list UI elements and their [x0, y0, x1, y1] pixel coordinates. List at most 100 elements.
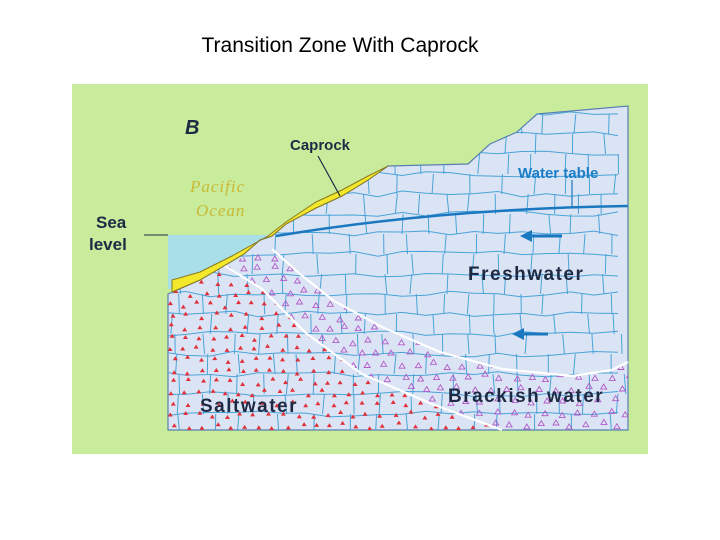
fracture-segment [492, 313, 495, 335]
brackish-marker [326, 300, 335, 307]
saltwater-marker [187, 293, 193, 298]
fracture-segment [401, 213, 404, 235]
fracture-segment [533, 173, 537, 195]
brackish-marker [340, 322, 349, 329]
saltwater-marker [294, 371, 300, 376]
saltwater-marker [216, 293, 222, 298]
saltwater-marker [246, 290, 251, 294]
saltwater-marker [274, 403, 280, 408]
fracture-line [168, 410, 619, 418]
saltwater-marker [225, 359, 231, 364]
fracture-segment [322, 393, 325, 415]
saltwater-marker [260, 290, 266, 295]
saltwater-marker [197, 410, 203, 415]
fracture-segment [569, 213, 572, 235]
brackish-marker [481, 370, 489, 377]
saltwater-marker [250, 412, 256, 417]
saltwater-marker [180, 304, 186, 309]
fracture-segment [272, 353, 276, 375]
saltwater-marker [242, 424, 248, 429]
saltwater-marker [213, 368, 219, 372]
saltwater-marker [251, 337, 257, 342]
saltwater-marker [259, 325, 265, 330]
brackish-marker [398, 362, 406, 369]
saltwater-marker [277, 389, 283, 393]
brackish-marker [552, 419, 560, 426]
saltwater-marker [280, 347, 286, 352]
fracture-segment [178, 373, 181, 395]
freshwater-boundary-line [271, 248, 629, 378]
saltwater-marker [212, 356, 218, 361]
fracture-segment [405, 233, 408, 255]
fracture-segment [494, 333, 497, 355]
fracture-segment [177, 413, 181, 430]
brackish-marker [475, 398, 484, 405]
saltwater-marker [183, 411, 189, 415]
saltwater-marker [393, 412, 399, 417]
fracture-segment [615, 393, 619, 415]
fracture-segment [258, 333, 261, 355]
fracture-segment [252, 393, 255, 415]
saltwater-marker [244, 283, 250, 287]
fracture-line [168, 371, 618, 378]
fracture-segment [466, 193, 470, 215]
fracture-segment [415, 293, 418, 315]
brackish-marker [387, 349, 395, 356]
saltwater-marker [340, 420, 346, 425]
saltwater-marker [261, 387, 267, 392]
brackish-marker [594, 395, 602, 403]
brackish-marker [608, 374, 617, 381]
fracture-segment [541, 293, 544, 315]
fracture-segment [466, 293, 470, 315]
fracture-segment [233, 333, 236, 355]
saltwater-marker [237, 411, 243, 416]
fracture-segment [482, 213, 485, 235]
saltwater-marker [350, 414, 356, 419]
fracture-segment [499, 393, 501, 415]
saltwater-marker [196, 336, 202, 341]
brackish-marker [364, 336, 372, 343]
fracture-segment [621, 333, 623, 355]
saltwater-marker [280, 357, 285, 362]
brackish-marker [452, 382, 461, 390]
fracture-line [168, 390, 619, 398]
saltwater-marker [180, 346, 186, 351]
saltwater-marker [228, 312, 234, 317]
brackish-marker [487, 386, 495, 394]
saltwater-marker [374, 400, 380, 405]
brackish-marker [268, 289, 276, 296]
brackish-marker [574, 373, 583, 380]
saltwater-marker [171, 423, 177, 428]
saltwater-marker [183, 311, 189, 316]
fracture-segment [613, 173, 617, 195]
saltwater-marker [326, 423, 332, 428]
fracture-segment [567, 253, 570, 275]
fracture-segment [565, 273, 568, 295]
saltwater-marker [213, 377, 219, 382]
brackish-marker [492, 419, 500, 426]
fracture-segment [612, 313, 615, 335]
saltwater-marker [182, 327, 188, 332]
fracture-segment [526, 193, 529, 215]
fracture-segment [583, 233, 586, 255]
caprock-pointer-line [317, 155, 341, 197]
saltwater-marker [241, 369, 246, 373]
saltwater-marker [182, 335, 188, 339]
saltwater-marker [168, 412, 173, 417]
saltwater-marker [367, 426, 373, 430]
saltwater-marker [259, 400, 265, 405]
saltwater-marker [210, 388, 216, 393]
saltwater-marker [268, 333, 274, 338]
saltwater-marker [303, 403, 309, 408]
brackish-marker [541, 375, 550, 383]
fracture-segment [437, 413, 440, 430]
brackish-marker [611, 394, 620, 402]
saltwater-marker [168, 322, 174, 327]
saltwater-marker [170, 401, 176, 406]
saltwater-marker [314, 422, 320, 427]
saltwater-marker [295, 357, 301, 362]
fracture-segment [431, 173, 434, 195]
brackish-water-label: Brackish water [448, 386, 604, 407]
saltwater-marker [389, 392, 395, 397]
saltwater-marker [259, 316, 265, 321]
